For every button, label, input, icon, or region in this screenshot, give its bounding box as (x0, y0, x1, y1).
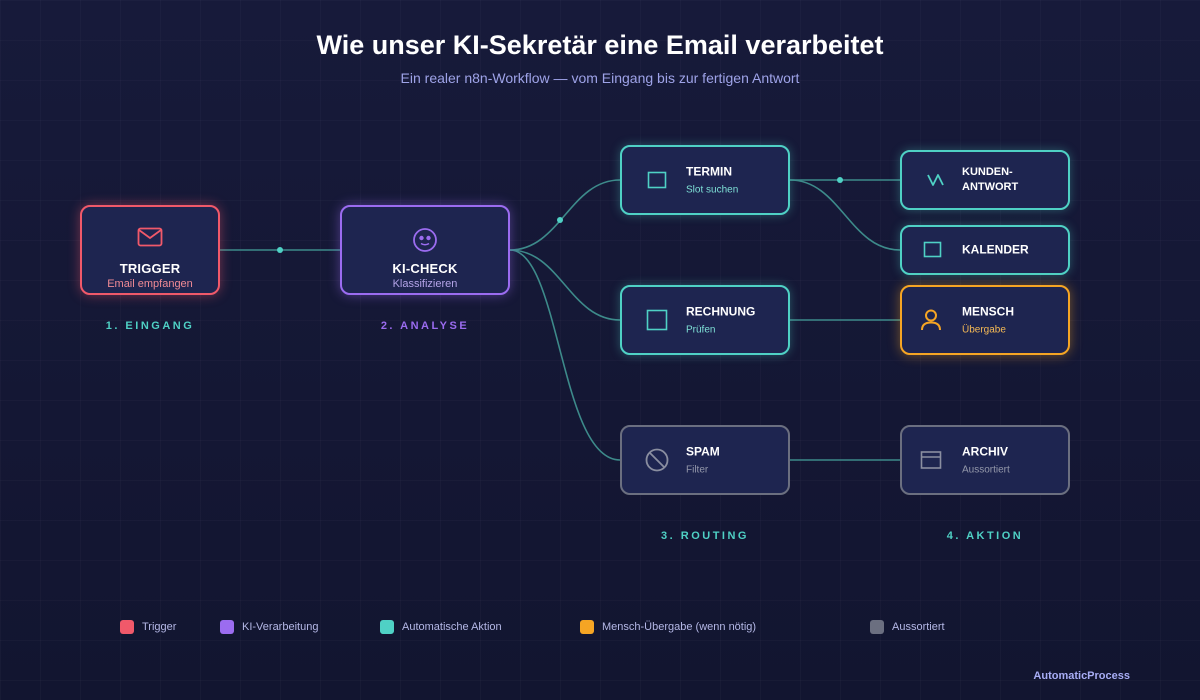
kundenantwort-node[interactable]: KUNDEN- ANTWORT (900, 150, 1070, 210)
ki-check-subtitle: Klassifizieren (392, 278, 458, 290)
blocked-icon (644, 447, 670, 473)
spam-subtitle: Filter (686, 464, 709, 476)
archiv-node[interactable]: ARCHIV Aussortiert (900, 425, 1070, 495)
link-kicheck-termin (509, 179, 621, 251)
rechnung-node[interactable]: RECHNUNG Prüfen (620, 285, 790, 355)
legend-label: Automatische Aktion (402, 621, 502, 633)
page-title: Wie unser KI-Sekretär eine Email verarbe… (316, 30, 884, 60)
legend-label: Mensch-Übergabe (wenn nötig) (602, 621, 757, 633)
link-kicheck-spam (509, 249, 621, 461)
page-subtitle: Ein realer n8n-Workflow — vom Eingang bi… (400, 70, 800, 86)
kalender-title: KALENDER (962, 242, 1029, 257)
stage-label-aktion: 4. AKTION (946, 530, 1024, 542)
legend-swatch (870, 620, 884, 634)
legend-label: Trigger (142, 621, 177, 633)
legend-item-human: Mensch-Übergabe (wenn nötig) (580, 620, 756, 634)
ki-check-node[interactable]: KI-CHECK Klassifizieren (340, 205, 510, 295)
mensch-title: MENSCH (962, 304, 1015, 319)
person-icon (918, 307, 944, 333)
archive-icon (918, 447, 944, 473)
legend-swatch (120, 620, 134, 634)
zigzag-icon (924, 167, 950, 193)
legend-item-auto: Automatische Aktion (380, 620, 502, 634)
mensch-node[interactable]: MENSCH Übergabe (900, 285, 1070, 355)
link-termin-kalender (789, 179, 901, 251)
link-dot (277, 247, 283, 253)
termin-subtitle: Slot suchen (686, 184, 739, 196)
legend-label: KI-Verarbeitung (242, 621, 319, 633)
stage-label-analyse: 2. ANALYSE (380, 320, 470, 332)
termin-node[interactable]: TERMIN Slot suchen (620, 145, 790, 215)
robot-icon (342, 227, 508, 253)
envelope-icon (82, 227, 218, 253)
legend-label: Aussortiert (892, 621, 945, 633)
spam-node[interactable]: SPAM Filter (620, 425, 790, 495)
legend-swatch (220, 620, 234, 634)
spam-title: SPAM (686, 444, 720, 459)
trigger-subtitle: Email empfangen (107, 278, 193, 290)
archiv-subtitle: Aussortiert (962, 464, 1010, 476)
brand-logo-text: AutomaticProcess (1033, 670, 1130, 682)
kundenantwort-title-line1: KUNDEN- (962, 166, 1013, 178)
rechnung-title: RECHNUNG (686, 304, 756, 319)
legend-item-trigger: Trigger (120, 620, 176, 634)
link-dot (837, 177, 843, 183)
square-icon (920, 237, 946, 263)
legend-swatch (380, 620, 394, 634)
legend-item-sorted: Aussortiert (870, 620, 945, 634)
trigger-title: TRIGGER (119, 261, 181, 276)
stage-label-routing: 3. ROUTING (661, 530, 749, 542)
link-dot (557, 217, 563, 223)
mensch-subtitle: Übergabe (962, 324, 1006, 336)
trigger-node[interactable]: TRIGGER Email empfangen (80, 205, 220, 295)
kalender-node[interactable]: KALENDER (900, 225, 1070, 275)
legend-swatch (580, 620, 594, 634)
termin-title: TERMIN (686, 164, 732, 179)
ki-check-title: KI-CHECK (392, 261, 458, 276)
archiv-title: ARCHIV (962, 444, 1009, 459)
kundenantwort-title-line2: ANTWORT (962, 181, 1019, 193)
stage-label-eingang: 1. EINGANG (105, 320, 195, 332)
link-kicheck-rechnung (509, 249, 621, 321)
rechnung-subtitle: Prüfen (686, 324, 716, 336)
legend-item-ki: KI-Verarbeitung (220, 620, 318, 634)
square-icon (644, 167, 670, 193)
square-icon (644, 307, 670, 333)
